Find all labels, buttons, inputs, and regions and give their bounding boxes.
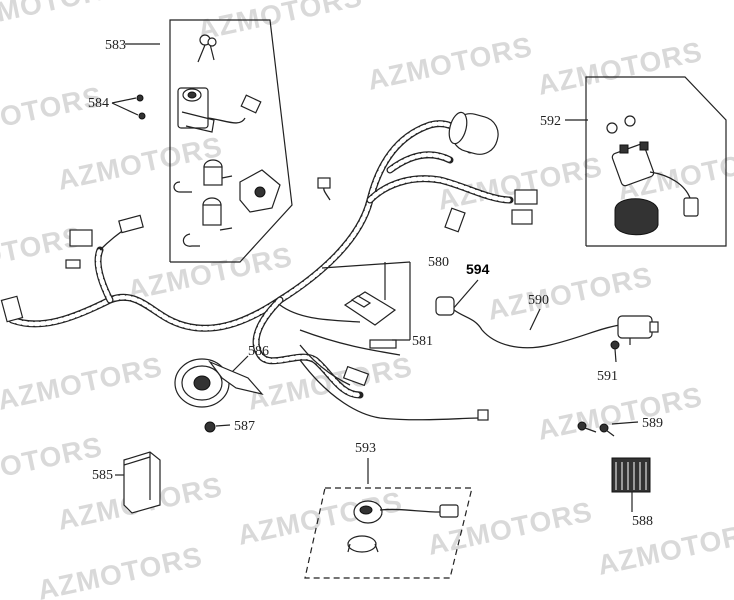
cdi-box-icon <box>123 451 161 514</box>
connector-icon <box>514 189 538 205</box>
ignition-coil-590: 590 <box>481 293 659 349</box>
callout-594: 594 <box>466 261 490 277</box>
watermark: AZMOTORS <box>595 516 734 581</box>
screws-589: 589 <box>577 416 663 437</box>
connector-icon <box>0 295 24 323</box>
connector-icon <box>69 229 93 247</box>
regulator-588: 588 <box>611 457 653 529</box>
connector-icon <box>118 214 144 234</box>
callout-593: 593 <box>355 441 376 456</box>
connector-icon <box>342 365 370 387</box>
callout-588: 588 <box>632 514 653 529</box>
callout-583: 583 <box>105 38 126 53</box>
watermark: AZMOTORS <box>55 131 225 196</box>
fuse-box-icon <box>343 291 397 326</box>
ignition-switch-kit: 583 <box>105 19 293 263</box>
watermark: AZMOTORS <box>0 431 105 496</box>
watermark: AZMOTORS <box>535 36 705 101</box>
callout-580: 580 <box>428 255 449 270</box>
ignition-lock-icon <box>177 87 262 133</box>
callout-589: 589 <box>642 416 663 431</box>
horn-586: 586 <box>174 344 269 408</box>
callout-587: 587 <box>234 419 255 434</box>
connector-icon <box>511 209 533 225</box>
screw-591: 591 <box>597 340 620 384</box>
key-icon <box>197 34 217 63</box>
watermark: AZMOTORS <box>195 0 365 46</box>
clip-icon <box>173 181 192 193</box>
connector-icon <box>65 259 81 269</box>
connector-icon <box>369 339 397 349</box>
callout-592: 592 <box>540 114 561 129</box>
watermark: AZMOTORS <box>0 0 125 36</box>
screws-584: 584 <box>88 94 146 120</box>
cover-plate-icon <box>239 169 281 213</box>
callout-586: 586 <box>248 344 269 359</box>
seat-lock-cylinder-icon <box>203 159 233 186</box>
callout-585: 585 <box>92 468 113 483</box>
watermark: AZMOTORS <box>35 541 205 600</box>
watermark: AZMOTORS <box>0 81 105 146</box>
connector-icon <box>444 207 466 233</box>
sensor-kit-593: 593 <box>304 441 473 579</box>
sensor-icon <box>353 500 459 524</box>
lock-cylinder-icon <box>202 197 233 231</box>
relay-cover-icon <box>614 198 659 236</box>
watermark: AZMOTORS <box>125 241 295 306</box>
ignition-coil-icon <box>617 315 659 345</box>
capacitor-icon <box>448 111 499 155</box>
cdi-unit-585: 585 <box>92 451 161 514</box>
main-wiring-harness <box>0 111 538 421</box>
starter-relay-icon <box>606 115 699 217</box>
connector-icon <box>317 177 331 189</box>
clamp-icon <box>347 535 379 553</box>
callout-581: 581 <box>412 334 433 349</box>
connector-icon <box>477 409 489 421</box>
horn-icon <box>174 358 264 408</box>
callout-590: 590 <box>528 293 549 308</box>
regulator-icon <box>611 457 651 493</box>
watermark: AZMOTORS <box>0 351 165 416</box>
starter-relay-kit-592: 592 <box>540 76 727 247</box>
fuse-holder-580-581: 580 581 <box>321 255 449 349</box>
watermark: AZMOTORS <box>365 31 535 96</box>
bolt-587: 587 <box>204 419 255 434</box>
relay-594: 594 <box>435 261 490 331</box>
watermark: AZMOTORS <box>535 381 705 446</box>
clip-icon <box>182 233 200 247</box>
callout-591: 591 <box>597 369 618 384</box>
callout-584: 584 <box>88 96 109 111</box>
relay-icon <box>435 296 455 316</box>
